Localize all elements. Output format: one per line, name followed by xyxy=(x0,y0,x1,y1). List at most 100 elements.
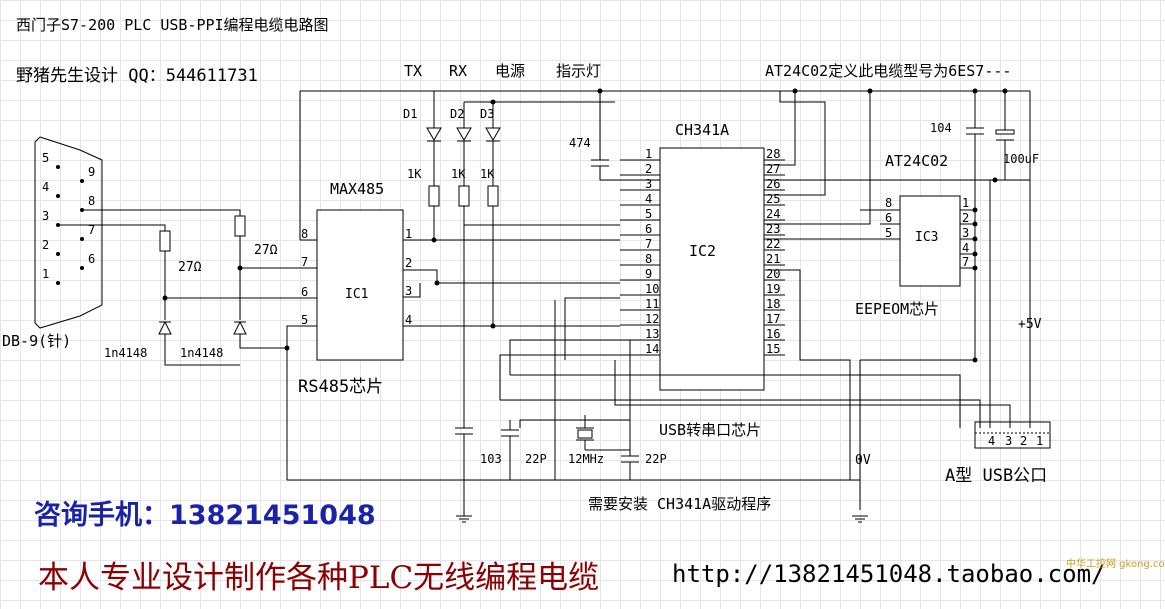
driver-note: 需要安装 CH341A驱动程序 xyxy=(588,495,771,513)
ic3-label: IC3 xyxy=(915,230,938,245)
ch341-pin-2: 2 xyxy=(645,162,652,176)
usb-pin-3: 3 xyxy=(1005,434,1012,448)
diagram-title: 西门子S7-200 PLC USB-PPI编程电缆电路图 xyxy=(16,16,329,34)
c103-label: 103 xyxy=(480,452,502,466)
d2-label: D2 xyxy=(450,107,464,121)
ic3-pin-5: 5 xyxy=(885,226,892,240)
plus5v-label: +5V xyxy=(1018,317,1042,332)
ch341-pin-4: 4 xyxy=(645,192,652,206)
ch341-pin-1: 1 xyxy=(645,147,652,161)
db9-pin-6: 6 xyxy=(88,252,95,266)
power-label: 电源 xyxy=(495,62,525,80)
ch341-pin-23: 23 xyxy=(766,222,780,236)
db9-pin-1: 1 xyxy=(42,267,49,281)
rx-label: RX xyxy=(449,62,467,80)
wire-db9-pin8 xyxy=(82,209,241,216)
db9-connector: 5 4 3 2 1 9 8 7 6 DB-9(针) xyxy=(2,136,103,350)
resistor-27-b xyxy=(234,215,246,237)
usb-pin-4: 4 xyxy=(988,434,995,448)
r1k-b-label: 1K xyxy=(451,167,466,181)
ch341-pin-11: 11 xyxy=(645,297,659,311)
c100uf-label: 100uF xyxy=(1003,152,1039,166)
ic1-pin-4: 4 xyxy=(405,313,412,327)
ic1-pin-1: 1 xyxy=(405,227,412,241)
db9-pin-4: 4 xyxy=(42,180,49,194)
db9-pin-5: 5 xyxy=(42,151,49,165)
resistor-1k-b xyxy=(458,185,470,207)
ch341-pin-13: 13 xyxy=(645,327,659,341)
ch341-pin-26: 26 xyxy=(766,177,780,191)
tx-label: TX xyxy=(404,62,422,80)
db9-pin-7: 7 xyxy=(88,223,95,237)
led-d3: D3 xyxy=(480,102,501,186)
max485-chip xyxy=(316,209,404,361)
ic3-pin-4: 4 xyxy=(962,241,969,255)
crystal-label: 12MHz xyxy=(568,452,604,466)
ic3-pin-1: 1 xyxy=(962,196,969,210)
crystal-12mhz xyxy=(576,415,630,451)
diode-1n4148-a xyxy=(158,320,172,335)
ch341-pin-14: 14 xyxy=(645,342,659,356)
ch341-pin-25: 25 xyxy=(766,192,780,206)
d3-label: D3 xyxy=(480,107,494,121)
led-d2: D2 xyxy=(450,102,472,186)
ic3-pin-7: 7 xyxy=(962,255,969,269)
ch341-pin-20: 20 xyxy=(766,267,780,281)
ch341-pin-9: 9 xyxy=(645,267,652,281)
diode-1n4148-b xyxy=(233,320,247,335)
ic3-pin-3: 3 xyxy=(962,226,969,240)
resistor-1k-c xyxy=(487,185,499,207)
r1k-c-label: 1K xyxy=(480,167,495,181)
c22p-b-label: 22P xyxy=(645,452,667,466)
ch341-pin-24: 24 xyxy=(766,207,780,221)
ch341-pin-18: 18 xyxy=(766,297,780,311)
ch341-pin-21: 21 xyxy=(766,252,780,266)
ic3-pin-6: 6 xyxy=(885,211,892,225)
ch341-pin-3: 3 xyxy=(645,177,652,191)
c104-label: 104 xyxy=(930,121,952,135)
ch341-chip xyxy=(659,147,765,391)
r1k-a-label: 1K xyxy=(407,167,422,181)
r27-a-label: 27Ω xyxy=(178,260,202,275)
r27-b-label: 27Ω xyxy=(254,243,278,258)
ch341-pin-15: 15 xyxy=(766,342,780,356)
usb-label: A型 USB公口 xyxy=(945,466,1047,486)
ch341-name: CH341A xyxy=(675,121,729,139)
db9-pin-dots xyxy=(56,165,84,285)
db9-pin-8: 8 xyxy=(88,194,95,208)
ground-symbol-a xyxy=(456,510,472,523)
ch341-pin-10: 10 xyxy=(645,282,659,296)
ic1-pin-3: 3 xyxy=(405,284,412,298)
ch341-pin-19: 19 xyxy=(766,282,780,296)
ch341-caption: USB转串口芯片 xyxy=(659,421,761,439)
ch341-pin-5: 5 xyxy=(645,207,652,221)
db9-pin-3: 3 xyxy=(42,209,49,223)
c474-label: 474 xyxy=(569,136,591,150)
led-d1: D1 xyxy=(403,91,442,186)
ch341-pin-27: 27 xyxy=(766,162,780,176)
usb-pin-2: 2 xyxy=(1020,434,1027,448)
ground-symbol-b xyxy=(852,515,868,523)
ch341-pin-28: 28 xyxy=(766,147,780,161)
ch341-pin-8: 8 xyxy=(645,252,652,266)
ch341-pin-16: 16 xyxy=(766,327,780,341)
ch341-pin-7: 7 xyxy=(645,237,652,251)
resistor-1k-a xyxy=(428,185,440,207)
at24c02-chip xyxy=(899,195,961,287)
ic3-pin-8: 8 xyxy=(885,196,892,210)
indicator-label: 指示灯 xyxy=(556,62,601,80)
resistor-27-a xyxy=(159,230,171,252)
ch341-pin-6: 6 xyxy=(645,222,652,236)
wire-db9-pin3 xyxy=(58,224,166,231)
usb-a-connector xyxy=(974,421,1051,449)
d1-label: D1 xyxy=(403,107,417,121)
ic1-pin-5: 5 xyxy=(301,313,308,327)
diode-a-label: 1n4148 xyxy=(104,346,147,360)
at24-caption: EEPEOM芯片 xyxy=(855,300,939,318)
shop-url[interactable]: http://13821451048.taobao.com/ xyxy=(672,560,1106,588)
db9-pin-9: 9 xyxy=(88,165,95,179)
zero-v-label: 0V xyxy=(855,453,871,468)
